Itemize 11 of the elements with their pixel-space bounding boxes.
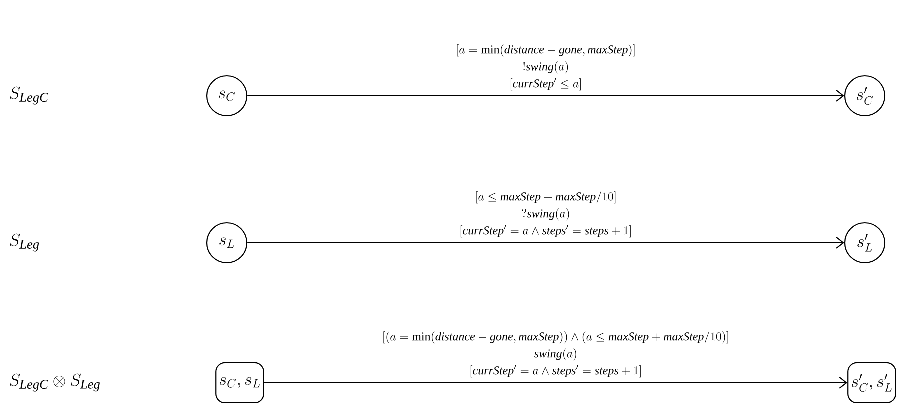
automaton-name: $S_{\mathit{LegC}}$	[10, 86, 49, 105]
arrow	[264, 377, 848, 389]
automaton-name: $S_{\mathit{Leg}}$	[10, 234, 40, 252]
arrow	[248, 237, 844, 249]
edge-label: $\begin{gathered}[a = \min(\mathit{distance} - \mathit{gone}, \mathit{maxStep})]\\ !\mathit{swing}(a)\\ [\mathit{currStep}' \leq a]\end{gathered}$	[457, 44, 635, 91]
state-box: $s'_C, s'_L$	[848, 362, 896, 404]
edge-label: $\begin{gathered}[a \leq \mathit{maxStep} + \mathit{maxStep}/10]\\ ?\mathit{swing}(a)\\ [\mathit{currStep}' = a \wedge \mathit{steps}' = \mathit{steps} + 1]\end{gathered}$	[460, 192, 632, 238]
edge-label: $\begin{gathered}[(a = \min(\mathit{distance} - \mathit{gone}, \mathit{maxStep})) \wedge (a \leq \mathit{maxStep} + \mathit{maxStep}/10)]\\ \mathit{swing}(a)\\ [\mathit{currStep}' = a \wedge \mathit{steps}' = \mathit{steps} + 1]\end{gathered}$	[384, 332, 728, 378]
automaton-name: $S_{\mathit{LegC}} \otimes S_{\mathit{Leg}}$	[10, 374, 100, 392]
arrow	[248, 90, 844, 102]
state-box: $s_C, s_L$	[216, 362, 264, 404]
